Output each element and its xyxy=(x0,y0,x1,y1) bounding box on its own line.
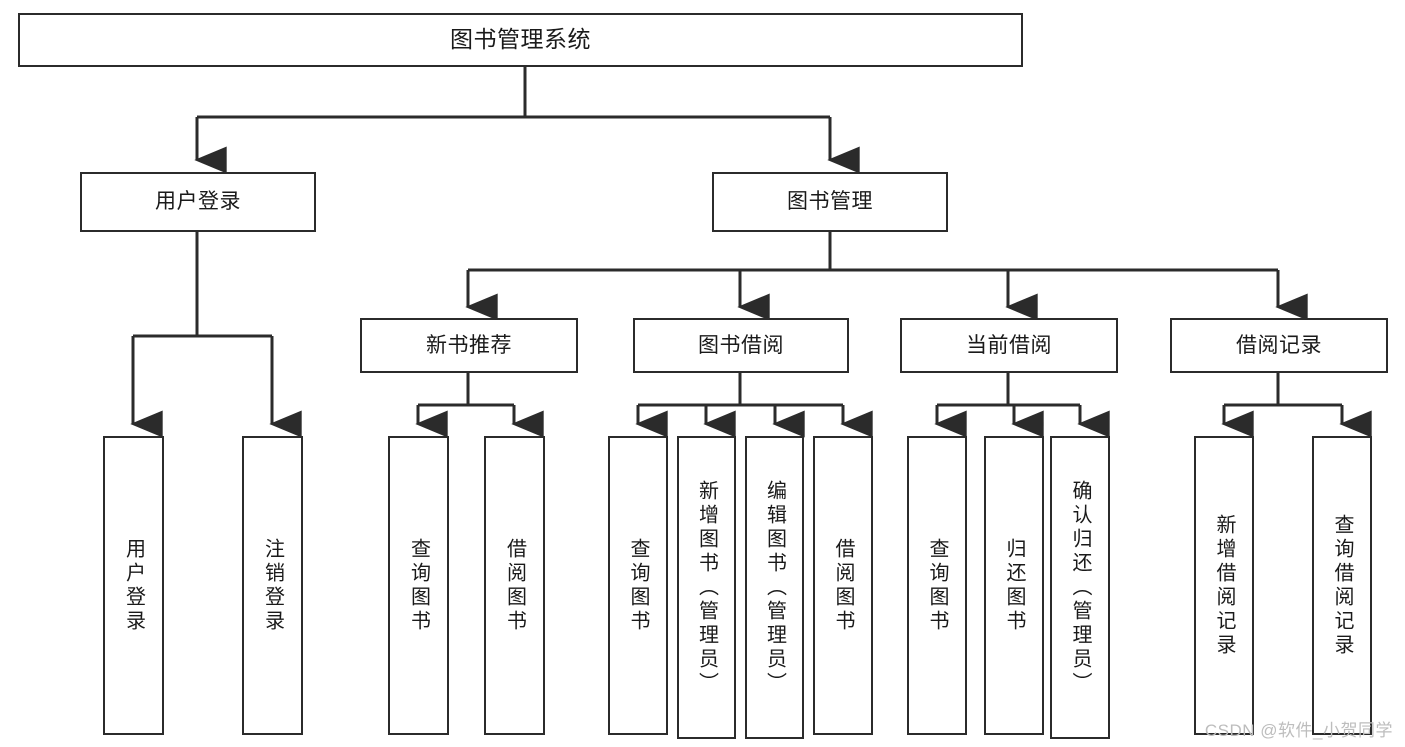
leaf-borrow-record-add-label: 新增借阅记录 xyxy=(1213,513,1235,658)
node-new-book-recommend-label: 新书推荐 xyxy=(426,333,512,357)
leaf-current-borrow-return-label: 归还图书 xyxy=(1003,537,1025,634)
leaf-current-borrow-confirm[interactable]: 确认归还（管理员） xyxy=(1050,436,1110,739)
leaf-user-login-logout-label: 注销登录 xyxy=(261,537,284,634)
leaf-book-borrow-borrow[interactable]: 借阅图书 xyxy=(813,436,873,735)
watermark: CSDN @软件_小贺同学 xyxy=(1204,721,1393,740)
leaf-borrow-record-query-label: 查询借阅记录 xyxy=(1331,513,1353,658)
node-book-management[interactable]: 图书管理 xyxy=(712,172,948,232)
node-root-label: 图书管理系统 xyxy=(450,26,591,53)
leaf-book-borrow-borrow-label: 借阅图书 xyxy=(832,537,854,634)
leaf-user-login-logout[interactable]: 注销登录 xyxy=(242,436,303,735)
leaf-new-book-borrow[interactable]: 借阅图书 xyxy=(484,436,545,735)
leaf-new-book-borrow-label: 借阅图书 xyxy=(503,537,526,634)
leaf-new-book-query-label: 查询图书 xyxy=(407,537,430,634)
leaf-current-borrow-query[interactable]: 查询图书 xyxy=(907,436,967,735)
leaf-borrow-record-add[interactable]: 新增借阅记录 xyxy=(1194,436,1254,735)
leaf-borrow-record-query[interactable]: 查询借阅记录 xyxy=(1312,436,1372,735)
leaf-current-borrow-query-label: 查询图书 xyxy=(926,537,948,634)
node-current-borrow-label: 当前借阅 xyxy=(966,333,1052,357)
node-new-book-recommend[interactable]: 新书推荐 xyxy=(360,318,578,373)
node-book-borrow-label: 图书借阅 xyxy=(698,333,784,357)
leaf-book-borrow-query-label: 查询图书 xyxy=(627,537,649,634)
node-borrow-records[interactable]: 借阅记录 xyxy=(1170,318,1388,373)
node-book-management-label: 图书管理 xyxy=(787,190,873,214)
leaf-user-login-login[interactable]: 用户登录 xyxy=(103,436,164,735)
leaf-book-borrow-edit[interactable]: 编辑图书（管理员） xyxy=(745,436,804,739)
node-root[interactable]: 图书管理系统 xyxy=(18,13,1023,67)
node-user-login[interactable]: 用户登录 xyxy=(80,172,316,232)
node-book-borrow[interactable]: 图书借阅 xyxy=(633,318,849,373)
leaf-book-borrow-add-label: 新增图书（管理员） xyxy=(695,479,718,696)
leaf-book-borrow-query[interactable]: 查询图书 xyxy=(608,436,668,735)
leaf-user-login-login-label: 用户登录 xyxy=(122,537,145,634)
leaf-current-borrow-return[interactable]: 归还图书 xyxy=(984,436,1044,735)
leaf-book-borrow-edit-label: 编辑图书（管理员） xyxy=(763,479,786,696)
node-borrow-records-label: 借阅记录 xyxy=(1236,333,1322,357)
leaf-new-book-query[interactable]: 查询图书 xyxy=(388,436,449,735)
node-current-borrow[interactable]: 当前借阅 xyxy=(900,318,1118,373)
node-user-login-label: 用户登录 xyxy=(155,190,241,214)
leaf-current-borrow-confirm-label: 确认归还（管理员） xyxy=(1069,479,1091,696)
leaf-book-borrow-add[interactable]: 新增图书（管理员） xyxy=(677,436,736,739)
